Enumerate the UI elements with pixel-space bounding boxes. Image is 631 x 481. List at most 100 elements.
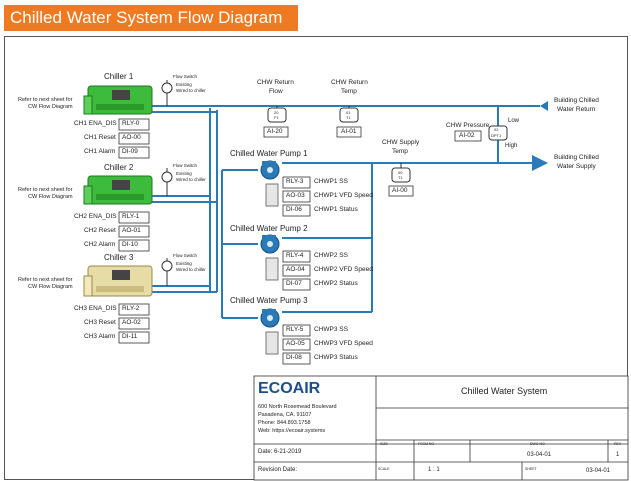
chiller-2-refer-line2: CW Flow Diagram	[28, 194, 73, 200]
building-supply-line2: Water Supply	[557, 163, 596, 170]
pump-2-icon	[260, 234, 280, 254]
point-boxes	[118, 118, 482, 365]
return-flow-inst-top: 20	[274, 110, 279, 115]
pump2-label-2: CHWP2 Status	[314, 280, 358, 287]
supply-temp-label-1: CHW Supply	[382, 139, 420, 146]
drawing-date: Date: 6-21-2019	[258, 449, 302, 455]
pump-3-icon	[260, 308, 280, 328]
pump3-label-2: CHWP3 Status	[314, 354, 358, 361]
chiller-2-icon	[83, 175, 153, 205]
instrument-bubbles	[267, 106, 508, 183]
pump3-tag-0: RLY-5	[286, 326, 304, 333]
ch3-point-label-0: CH3 ENA_DIS	[74, 305, 117, 312]
chiller-2-name: Chiller 2	[104, 163, 134, 172]
return-temp-label-1: CHW Return	[331, 79, 368, 86]
return-flow-inst-bottom: F1	[274, 115, 279, 120]
page-title: Chilled Water System Flow Diagram	[4, 5, 298, 31]
scale-value: 1 : 1	[428, 467, 440, 473]
pipe-network	[152, 105, 548, 319]
chiller-3-wired: Wired to chiller	[176, 267, 206, 272]
pressure-high-label: High	[505, 143, 518, 149]
company-logo: ECOAIR	[258, 380, 321, 397]
pump-1-name: Chilled Water Pump 1	[230, 149, 308, 158]
address-line-2: Pasadena, CA. 91107	[258, 412, 312, 418]
return-temp-inst-top: 01	[346, 110, 351, 115]
chiller-2-flow-switch: Flow Switch	[173, 163, 198, 168]
supply-temp-label-2: Temp	[392, 148, 408, 155]
scale-header: SCALE	[378, 467, 390, 471]
sheet-value: 03-04-01	[586, 468, 611, 474]
chiller-1-wired: Wired to chiller	[176, 88, 206, 93]
ch1-point-tag-1: AO-00	[122, 134, 141, 141]
pump-3-name: Chilled Water Pump 3	[230, 296, 308, 305]
address-line-1: 600 North Rosemead Boulevard	[258, 404, 337, 410]
pump1-tag-0: RLY-3	[286, 178, 304, 185]
ch3-point-label-1: CH3 Reset	[84, 319, 116, 326]
pump2-tag-1: AO-04	[286, 266, 305, 273]
title-block-grid	[253, 375, 629, 481]
pump2-tag-0: RLY-4	[286, 252, 304, 259]
chiller-3-icon	[83, 265, 153, 297]
chiller-1-flow-switch: Flow Switch	[173, 74, 198, 79]
pressure-inst-top: 02	[494, 127, 499, 132]
pump-2-name: Chilled Water Pump 2	[230, 224, 308, 233]
chiller-1-refer-line2: CW Flow Diagram	[28, 104, 73, 110]
sheet-title: Chilled Water System	[461, 386, 548, 396]
return-arrow-icon	[540, 101, 548, 111]
dwg-number: 03-04-01	[527, 452, 552, 458]
chiller-1-name: Chiller 1	[104, 72, 134, 81]
rev-header: REV	[614, 442, 622, 446]
chiller-2-wired: Wired to chiller	[176, 177, 206, 182]
chiller-3-refer-line1: Refer to next sheet for	[18, 277, 73, 283]
ch3-point-tag-1: AO-02	[122, 319, 141, 326]
pump1-label-1: CHWP1 VFD Speed	[314, 192, 373, 199]
pump-1-icon	[260, 160, 280, 180]
return-temp-label-2: Temp	[341, 88, 357, 95]
fscm-header: FSCM NO	[418, 442, 435, 446]
revision-date: Revision Date:	[258, 467, 298, 473]
supply-temp-inst-bottom: T1	[398, 175, 403, 180]
supply-temp-tag: AI-00	[392, 187, 408, 194]
ch3-point-tag-2: DI-11	[122, 333, 138, 340]
chiller-3-name: Chiller 3	[104, 253, 134, 262]
ch1-point-label-1: CH1 Reset	[84, 134, 116, 141]
chiller-2-refer-line1: Refer to next sheet for	[18, 187, 73, 193]
dwg-header: DWG NO	[530, 442, 545, 446]
building-supply-line1: Building Chilled	[554, 154, 599, 161]
flow-switch-symbols	[161, 80, 173, 286]
ch1-point-label-0: CH1 ENA_DIS	[74, 120, 117, 127]
supply-temp-inst-top: 00	[398, 170, 403, 175]
chiller-1-icon	[83, 85, 153, 115]
address-line-4: Web: https://ecoair.systems	[258, 428, 326, 434]
size-header: SIZE	[380, 442, 388, 446]
ch2-point-label-2: CH2 Alarm	[84, 241, 116, 248]
chiller-1-refer-line1: Refer to next sheet for	[18, 97, 73, 103]
pressure-low-label: Low	[508, 118, 520, 124]
ch3-point-label-2: CH3 Alarm	[84, 333, 116, 340]
pressure-tag: AI-02	[459, 132, 475, 139]
sheet-header: SHEET	[525, 467, 537, 471]
rev-number: 1	[616, 452, 620, 458]
ch2-point-tag-1: AO-01	[122, 227, 141, 234]
return-flow-label-2: Flow	[269, 88, 283, 95]
pump1-label-2: CHWP1 Status	[314, 206, 358, 213]
pump3-label-1: CHWP3 VFD Speed	[314, 340, 373, 347]
ch2-point-tag-2: DI-10	[122, 241, 138, 248]
chiller-3-refer-line2: CW Flow Diagram	[28, 284, 73, 290]
return-temp-tag: AI-01	[341, 128, 357, 135]
pump2-tag-2: DI-07	[286, 280, 302, 287]
pump1-tag-2: DI-06	[286, 206, 302, 213]
ch1-point-tag-2: DI-09	[122, 148, 138, 155]
pump2-label-1: CHWP2 VFD Speed	[314, 266, 373, 273]
ch1-point-label-2: CH1 Alarm	[84, 148, 116, 155]
pressure-inst-bottom: DPT1	[491, 133, 502, 138]
chiller-2-existing: Existing	[176, 171, 192, 176]
ch1-point-tag-0: RLY-0	[122, 120, 140, 127]
chiller-3-flow-switch: Flow Switch	[173, 253, 198, 258]
ch2-point-tag-0: RLY-1	[122, 213, 140, 220]
building-return-line2: Water Return	[557, 106, 596, 113]
pump1-tag-1: AO-03	[286, 192, 305, 199]
chiller-1-existing: Existing	[176, 82, 192, 87]
chiller-3-existing: Existing	[176, 261, 192, 266]
ch2-point-label-1: CH2 Reset	[84, 227, 116, 234]
